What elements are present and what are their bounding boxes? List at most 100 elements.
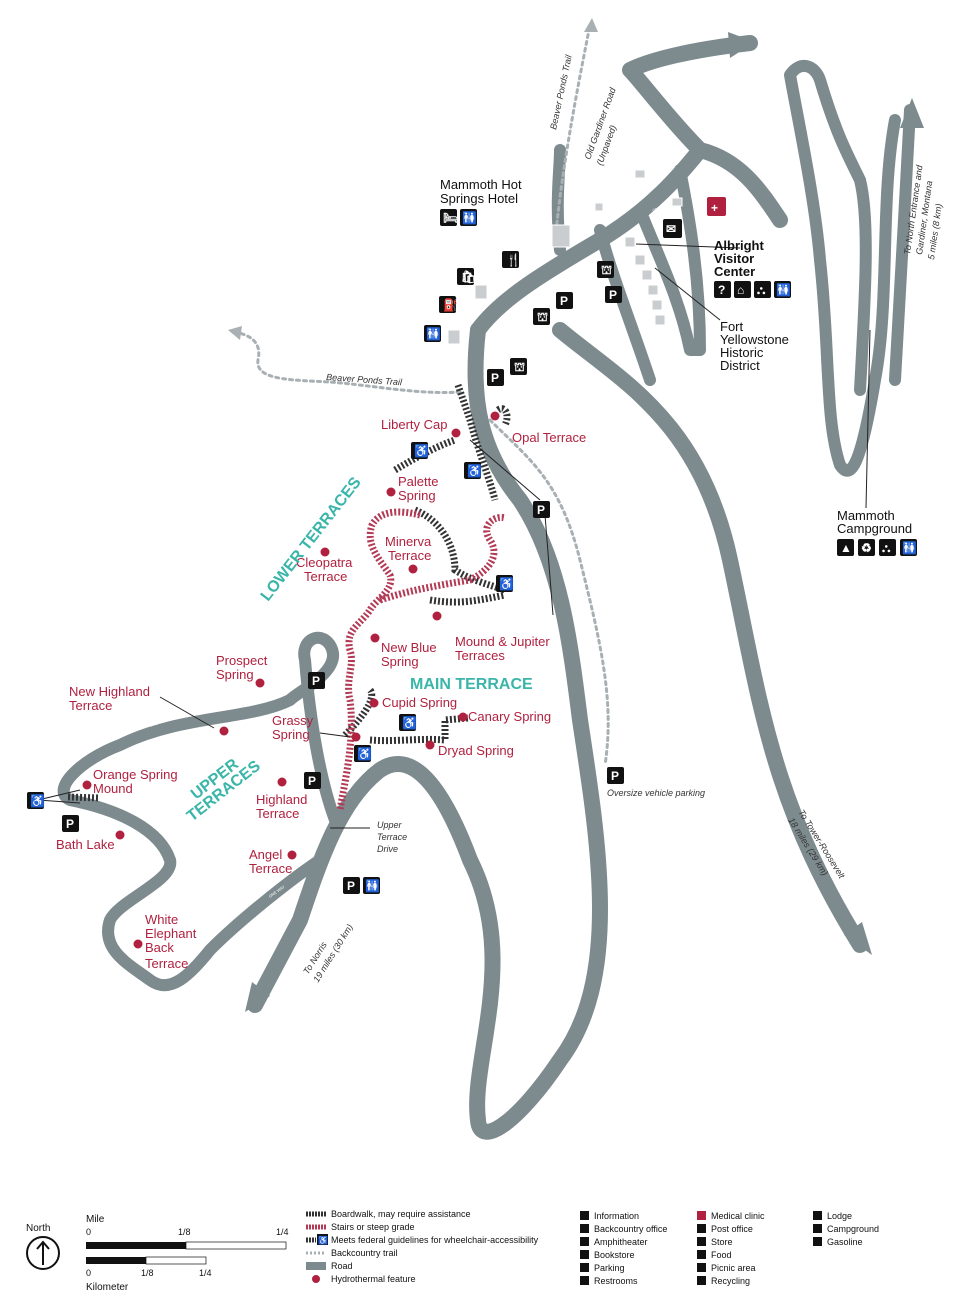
buildings <box>447 169 683 345</box>
svg-text:Backcountry trail: Backcountry trail <box>331 1248 398 1258</box>
amphitheater-icon[interactable]: ⛬ <box>754 281 771 298</box>
svg-text:Amphitheater: Amphitheater <box>594 1237 648 1247</box>
leader-lines <box>37 243 871 829</box>
road-tower <box>552 322 868 953</box>
svg-text:P: P <box>611 769 619 783</box>
arrow-north-exit <box>728 32 755 58</box>
svg-text:Kilometer: Kilometer <box>86 1282 129 1293</box>
svg-text:Drive: Drive <box>377 844 398 854</box>
svg-text:Terraces: Terraces <box>455 648 505 663</box>
svg-text:♿: ♿ <box>357 747 372 761</box>
stairs <box>336 508 507 811</box>
svg-text:Medical clinic: Medical clinic <box>711 1211 765 1221</box>
label-minerva-terrace: Minerva <box>385 534 432 549</box>
wheelchair-icon[interactable]: ♿ <box>399 714 417 731</box>
parking-icon[interactable]: P <box>304 772 321 789</box>
picnic-icon[interactable]: ⛫ <box>510 358 527 375</box>
restroom-icon[interactable]: 🚻 <box>900 539 917 556</box>
label-white-elephant: White <box>145 912 178 927</box>
note-oversize-parking: Oversize vehicle parking <box>607 788 705 798</box>
restroom-icon[interactable]: 🚻 <box>460 209 477 226</box>
svg-text:♿: ♿ <box>402 716 417 730</box>
svg-text:Springs Hotel: Springs Hotel <box>440 191 518 206</box>
svg-text:Boardwalk, may require assista: Boardwalk, may require assistance <box>331 1209 471 1219</box>
parking-icon[interactable]: P <box>533 501 550 518</box>
svg-text:Lodge: Lodge <box>827 1211 852 1221</box>
parking-icon[interactable]: P <box>62 815 79 832</box>
svg-text:🚻: 🚻 <box>365 879 380 893</box>
road-main-loop <box>247 322 608 1140</box>
campground-icon[interactable]: ▲ <box>837 539 854 556</box>
lodge-icon[interactable]: 🛏 <box>440 209 458 226</box>
label-opal-terrace: Opal Terrace <box>512 430 586 445</box>
backcountry-trails <box>228 18 610 767</box>
map-icons: P P P P P P P P P 🚻 🚻 🚻 ♿ ♿ ♿ ♿ ♿ ♿ ⛫ ⛫ … <box>27 197 917 894</box>
svg-text:Parking: Parking <box>594 1263 625 1273</box>
svg-text:Spring: Spring <box>381 654 419 669</box>
svg-text:▲: ▲ <box>840 541 852 555</box>
food-icon[interactable]: 🍴 <box>502 251 521 268</box>
svg-text:P: P <box>609 288 617 302</box>
wheelchair-icon[interactable]: ♿ <box>496 575 514 592</box>
recycling-icon[interactable]: ♻ <box>858 539 875 556</box>
restroom-icon[interactable]: 🚻 <box>363 877 380 894</box>
north-label: North <box>26 1223 50 1234</box>
wheelchair-icon[interactable]: ♿ <box>411 442 429 459</box>
svg-text:⛬: ⛬ <box>757 283 766 297</box>
label-orange-spring: Orange Spring <box>93 767 178 782</box>
post-office-icon[interactable]: ✉ <box>663 219 682 238</box>
svg-text:0: 0 <box>86 1227 91 1237</box>
svg-text:Terrace: Terrace <box>69 698 112 713</box>
picnic-icon[interactable]: ⛫ <box>597 261 614 278</box>
parking-icon[interactable]: P <box>556 292 573 309</box>
road-upper-terrace <box>57 631 341 992</box>
parking-icon[interactable]: P <box>605 286 622 303</box>
svg-text:Food: Food <box>711 1250 732 1260</box>
svg-text:♿: ♿ <box>30 794 45 808</box>
label-hotel: Mammoth Hot <box>440 177 522 192</box>
picnic-icon[interactable]: ⛫ <box>533 308 550 325</box>
svg-text:P: P <box>537 503 545 517</box>
label-liberty-cap: Liberty Cap <box>381 417 447 432</box>
svg-text:ONE WAY: ONE WAY <box>652 202 671 213</box>
wheelchair-icon[interactable]: ♿ <box>354 745 372 762</box>
svg-text:Back: Back <box>145 940 174 955</box>
gasoline-icon[interactable]: ⛽ <box>439 296 458 313</box>
svg-text:Terrace: Terrace <box>388 548 431 563</box>
svg-text:Gasoline: Gasoline <box>827 1237 863 1247</box>
wheelchair-icon[interactable]: ♿ <box>27 792 45 809</box>
trail-beaver-ponds-north <box>553 23 592 247</box>
svg-text:Mile: Mile <box>86 1214 105 1225</box>
svg-text:?: ? <box>718 283 725 297</box>
wheelchair-icon[interactable]: ♿ <box>464 462 482 479</box>
label-palette-spring: Palette <box>398 474 438 489</box>
svg-text:ONE WAY: ONE WAY <box>149 717 168 728</box>
trail-oversize <box>488 418 610 767</box>
svg-text:0: 0 <box>86 1268 91 1278</box>
label-main-terrace: MAIN TERRACE <box>410 676 533 693</box>
parking-icon[interactable]: P <box>487 369 504 386</box>
trail-beaver-ponds <box>233 330 462 395</box>
road-north-exit <box>622 35 788 228</box>
parking-icon[interactable]: P <box>308 672 325 689</box>
label-grassy-spring: Grassy <box>272 713 314 728</box>
backcountry-office-icon[interactable]: ⌂ <box>734 281 751 298</box>
road-north-entrance <box>889 104 916 386</box>
svg-text:1/4: 1/4 <box>199 1268 212 1278</box>
store-icon[interactable]: 🛍 <box>457 268 476 285</box>
svg-text:Restrooms: Restrooms <box>594 1276 638 1286</box>
svg-text:Bookstore: Bookstore <box>594 1250 635 1260</box>
restroom-icon[interactable]: 🚻 <box>774 281 791 298</box>
restroom-icon[interactable]: 🚻 <box>424 325 441 342</box>
svg-text:1/8: 1/8 <box>178 1227 191 1237</box>
svg-text:🚻: 🚻 <box>462 211 477 225</box>
parking-icon[interactable]: P <box>607 767 624 784</box>
svg-text:🍴: 🍴 <box>506 253 521 267</box>
label-cleopatra-terrace: Cleopatra <box>296 555 353 570</box>
parking-icon[interactable]: P <box>343 877 360 894</box>
information-icon[interactable]: ? <box>714 281 731 298</box>
amphitheater-icon[interactable]: ⛬ <box>879 539 896 556</box>
svg-text:District: District <box>720 358 760 373</box>
medical-clinic-icon[interactable]: + <box>707 197 726 216</box>
